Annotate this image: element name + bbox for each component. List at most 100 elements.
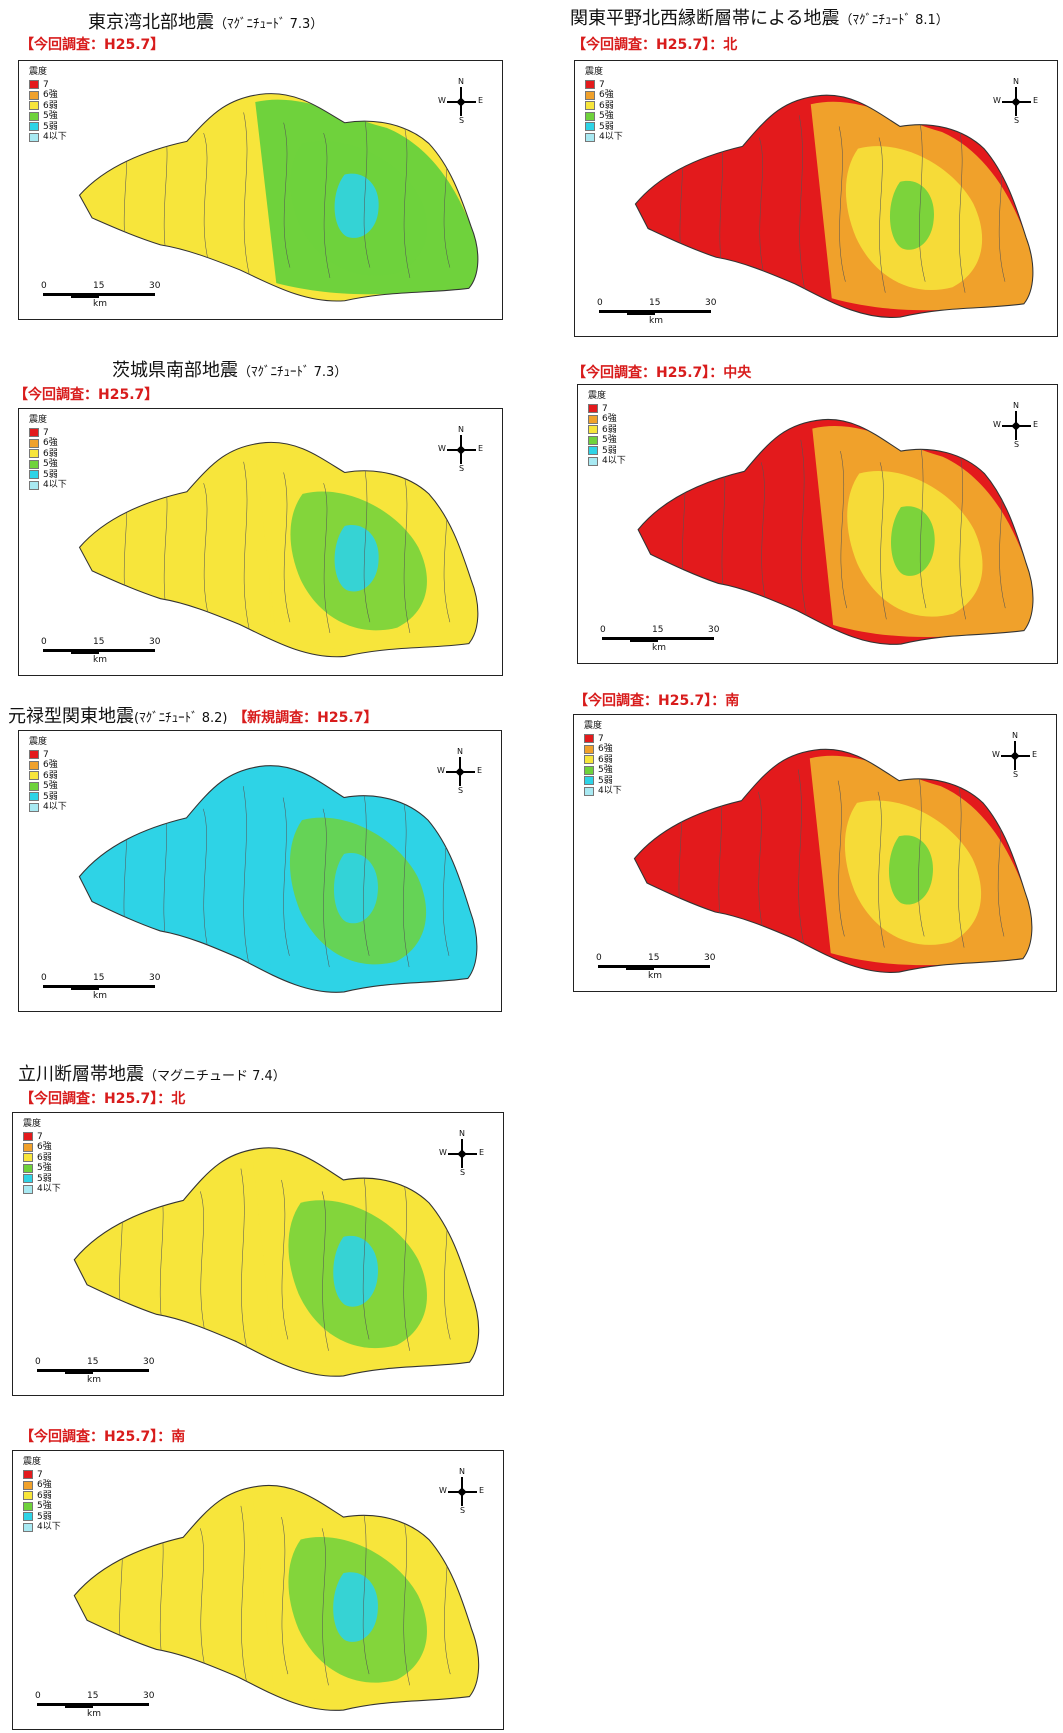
legend-label: 5弱 <box>599 121 614 132</box>
legend-label: 4以下 <box>37 1522 61 1532</box>
legend-label: 4以下 <box>43 132 67 142</box>
scale-label: 30 <box>143 1691 155 1701</box>
compass-label-n: N <box>458 77 464 86</box>
legend-label: 6強 <box>43 760 58 770</box>
municipal-boundary <box>403 122 411 279</box>
panel-7-title-text: 立川断層帯地震 <box>18 1064 144 1085</box>
compass-mark <box>457 1487 467 1497</box>
legend-swatch <box>23 1174 33 1184</box>
compass-mark <box>1010 751 1020 761</box>
intensity-zone-west <box>79 765 271 979</box>
legend-label: 4以下 <box>37 1184 61 1194</box>
legend-label: 6弱 <box>43 448 58 459</box>
intensity-zone-west <box>74 1485 269 1697</box>
scale-label: 30 <box>149 637 161 647</box>
panel-1-title-suffix: （ﾏｸﾞﾆﾁｭｰﾄﾞ 7.3） <box>214 17 324 32</box>
scale-label: 30 <box>704 953 716 963</box>
municipal-boundary <box>918 115 926 282</box>
municipal-boundary <box>240 1168 248 1351</box>
legend-label: 6弱 <box>37 1490 52 1501</box>
legend-item: 5弱 <box>584 776 622 787</box>
legend-title: 震度 <box>29 737 48 747</box>
municipal-boundary <box>243 112 251 279</box>
legend-item: 6弱 <box>29 101 67 112</box>
prefecture-map <box>73 1147 480 1377</box>
compass-label-w: W <box>993 420 1001 429</box>
intensity-zone-west <box>635 95 827 304</box>
legend-label: 7 <box>43 749 49 760</box>
legend-swatch <box>585 80 595 90</box>
municipal-boundary <box>760 462 768 609</box>
municipal-boundary <box>917 769 925 937</box>
intensity-zone-west <box>79 442 272 644</box>
panel-3-title-text: 茨城県南部地震 <box>112 360 238 381</box>
scale-label: km <box>93 655 107 665</box>
prefecture-map <box>78 93 479 302</box>
municipal-boundary <box>878 137 886 293</box>
legend-swatch <box>29 459 39 469</box>
municipal-boundary <box>403 1517 410 1686</box>
municipal-boundary <box>282 797 290 956</box>
legend-label: 4以下 <box>598 786 622 796</box>
legend-label: 6強 <box>602 414 617 424</box>
intensity-zone-hot <box>333 1572 379 1642</box>
scale-segment <box>37 1369 149 1372</box>
municipal-boundary <box>959 451 966 620</box>
legend-title: 震度 <box>29 67 48 77</box>
panel-5-title-text: 元禄型関東地震 <box>8 706 134 727</box>
legend-swatch <box>29 428 39 438</box>
compass-mark <box>457 1149 467 1159</box>
compass-label-s: S <box>458 786 464 795</box>
legend-label: 6弱 <box>37 1152 52 1163</box>
scale-label: 15 <box>648 953 660 963</box>
compass-label-e: E <box>478 96 484 105</box>
legend-item: 7 <box>29 428 67 439</box>
intensity-zone-hot <box>333 1235 379 1307</box>
legend-swatch <box>29 802 39 812</box>
legend-swatch <box>23 1470 33 1480</box>
scale-label: 15 <box>93 637 105 647</box>
compass-label-w: W <box>438 96 446 105</box>
municipal-boundary <box>362 1168 370 1340</box>
legend-label: 4以下 <box>599 132 623 142</box>
scale-label: km <box>649 316 663 326</box>
legend-item: 6強 <box>588 414 626 425</box>
scale-label: 0 <box>41 973 47 983</box>
legend-label: 7 <box>599 79 605 90</box>
legend-item: 5強 <box>588 435 626 446</box>
legend-swatch <box>23 1153 33 1163</box>
legend-item: 4以下 <box>29 802 67 813</box>
panel-2-subtitle: 【今回調査：H25.7】：北 <box>572 37 738 53</box>
legend-item: 7 <box>23 1132 61 1143</box>
panel-3-title: 茨城県南部地震（ﾏｸﾞﾆﾁｭｰﾄﾞ 7.3） <box>112 356 347 382</box>
legend-swatch <box>23 1512 33 1522</box>
legend-item: 6弱 <box>588 425 626 436</box>
legend-label: 7 <box>37 1131 43 1142</box>
intensity-zone-hot <box>890 506 935 576</box>
legend-label: 5弱 <box>43 791 58 802</box>
compass-mark <box>456 97 466 107</box>
legend-item: 4以下 <box>585 132 623 143</box>
compass-label-w: W <box>992 750 1000 759</box>
compass-label-e: E <box>479 1148 485 1157</box>
scale-label: 15 <box>649 298 661 308</box>
municipal-boundary <box>363 461 371 623</box>
compass-label-w: W <box>437 766 445 775</box>
scale-label: 30 <box>149 281 161 291</box>
compass-label-e: E <box>479 1486 485 1495</box>
compass-label-s: S <box>460 1168 466 1177</box>
scale-segment <box>37 1703 149 1706</box>
prefecture-outline <box>73 1484 480 1711</box>
